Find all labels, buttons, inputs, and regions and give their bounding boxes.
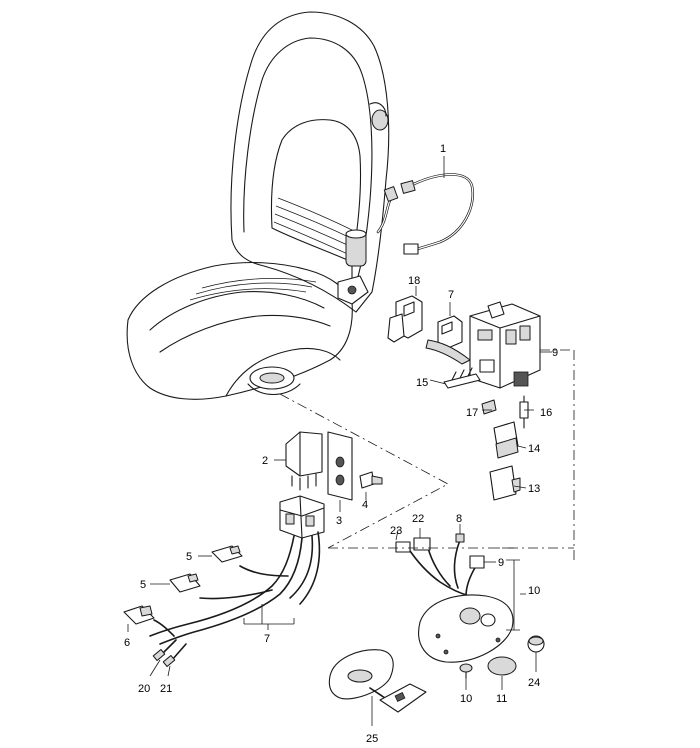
callout-4: 4: [362, 499, 368, 511]
comb-strip-15: [443, 367, 481, 389]
seat-illustration: [126, 11, 390, 400]
plug-4: [359, 471, 383, 489]
callout-8: 8: [456, 513, 462, 525]
callout-5-upper: 5: [186, 551, 192, 563]
control-unit-9: [469, 301, 541, 389]
callout-22: 22: [412, 513, 424, 525]
seat-motor: [337, 229, 369, 305]
callout-leaders: [127, 156, 552, 726]
callout-17: 17: [466, 407, 478, 419]
fuse-16: [519, 395, 529, 429]
callout-7-harness: 7: [264, 633, 270, 645]
switch-harness: [395, 533, 485, 597]
callout-5-lower: 5: [140, 579, 146, 591]
screw-10: [459, 663, 473, 679]
relay-socket: [279, 495, 325, 539]
callout-25: 25: [366, 733, 378, 745]
connector-13: [489, 465, 521, 501]
callout-15: 15: [416, 377, 428, 389]
connector-18: [387, 295, 423, 343]
switch-housing-10: [418, 594, 514, 663]
callout-1: 1: [440, 143, 446, 155]
callout-21: 21: [160, 683, 172, 695]
wiring-harness-7: [123, 531, 321, 668]
trim-cover: [328, 649, 394, 700]
callout-13: 13: [528, 483, 540, 495]
callout-9-control-unit: 9: [552, 347, 558, 359]
callout-16: 16: [540, 407, 552, 419]
connector-14: [493, 421, 519, 459]
connector-7: [425, 315, 471, 365]
callout-24: 24: [528, 677, 540, 689]
callout-23: 23: [390, 525, 402, 537]
callout-18: 18: [408, 275, 420, 287]
callout-labels: 1 2 3 4 5 5 6 7 7 8 9 9 10 10 11 13 14 1…: [124, 143, 558, 745]
cap-11: [487, 656, 517, 676]
callout-20: 20: [138, 683, 150, 695]
pad-17: [481, 399, 497, 415]
callout-9-harness: 9: [498, 557, 504, 569]
mounting-plate: [379, 683, 427, 713]
callout-7-connector: 7: [448, 289, 454, 301]
bracket-3: [327, 431, 353, 501]
callout-6: 6: [124, 637, 130, 649]
callout-2: 2: [262, 455, 268, 467]
callout-11: 11: [496, 693, 507, 705]
callout-3: 3: [336, 515, 342, 527]
callout-14: 14: [528, 443, 540, 455]
knob-24: [527, 635, 545, 653]
wiring-harness-1: [376, 173, 475, 255]
callout-10-screw: 10: [460, 693, 472, 705]
assembly-lines: [279, 349, 575, 560]
relay-2: [285, 431, 323, 491]
callout-10-housing: 10: [528, 585, 540, 597]
